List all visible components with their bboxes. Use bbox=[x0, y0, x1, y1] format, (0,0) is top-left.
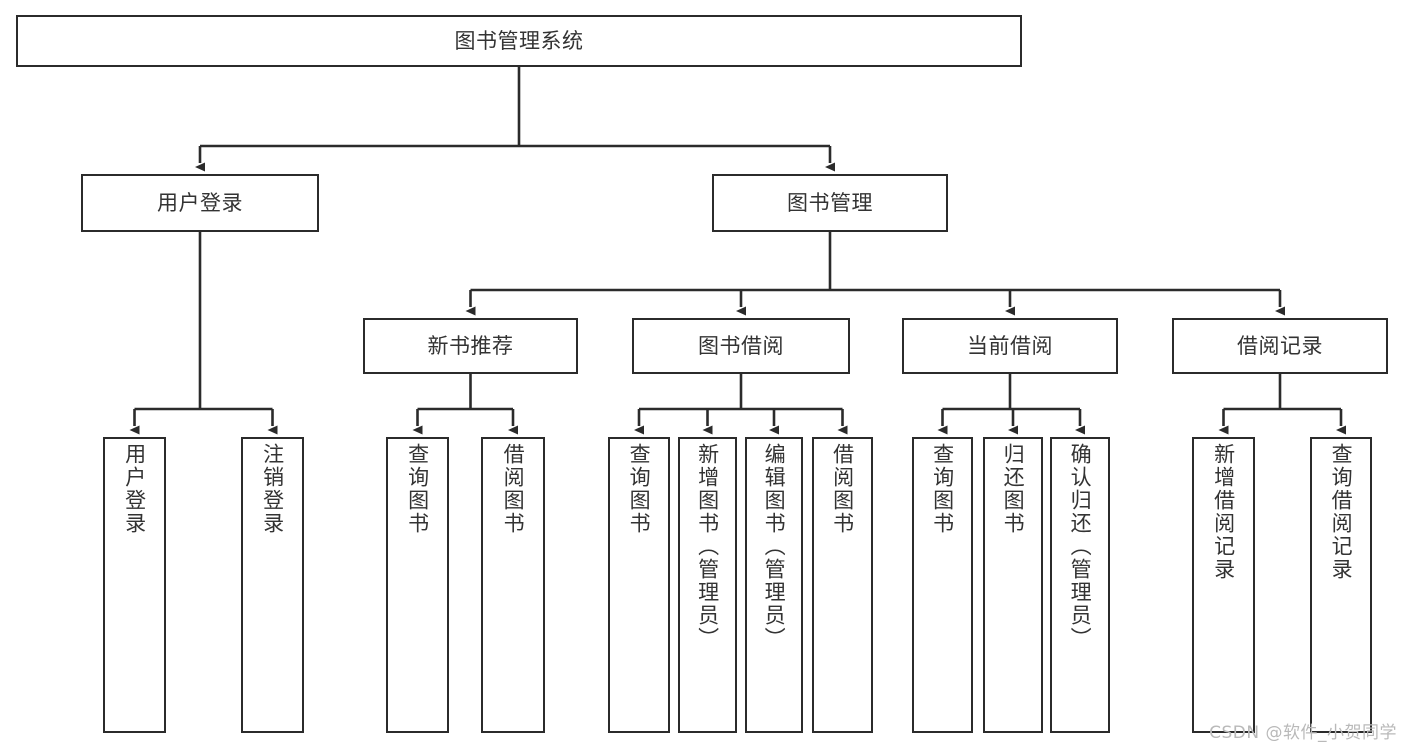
node-newbook[interactable]: 新书推荐 bbox=[363, 318, 578, 374]
node-label: 新书推荐 bbox=[427, 333, 514, 358]
node-label: 新增借阅记录 bbox=[1211, 443, 1236, 581]
node-label: 查询图书 bbox=[930, 443, 955, 535]
node-label: 新增图书（管理员） bbox=[695, 443, 720, 650]
node-label: 注销登录 bbox=[260, 443, 285, 535]
node-bookmgmt[interactable]: 图书管理 bbox=[712, 174, 948, 232]
node-label: 借阅图书 bbox=[501, 443, 526, 535]
node-leaf-query-book-2[interactable]: 查询图书 bbox=[608, 437, 670, 733]
node-leaf-logout[interactable]: 注销登录 bbox=[241, 437, 304, 733]
node-leaf-borrow-book-2[interactable]: 借阅图书 bbox=[812, 437, 873, 733]
node-login[interactable]: 用户登录 bbox=[81, 174, 319, 232]
node-leaf-query-record[interactable]: 查询借阅记录 bbox=[1310, 437, 1372, 733]
node-label: 当前借阅 bbox=[967, 333, 1053, 358]
node-leaf-add-record[interactable]: 新增借阅记录 bbox=[1192, 437, 1255, 733]
node-leaf-return-book[interactable]: 归还图书 bbox=[983, 437, 1043, 733]
node-label: 借阅记录 bbox=[1237, 333, 1323, 358]
node-label: 查询图书 bbox=[627, 443, 652, 535]
node-label: 用户登录 bbox=[122, 443, 147, 535]
node-leaf-user-login[interactable]: 用户登录 bbox=[103, 437, 166, 733]
node-label: 图书借阅 bbox=[698, 333, 784, 358]
node-label: 编辑图书（管理员） bbox=[762, 443, 787, 650]
node-leaf-edit-book[interactable]: 编辑图书（管理员） bbox=[745, 437, 803, 733]
node-label: 图书管理 bbox=[787, 190, 873, 215]
watermark: CSDN @软件_小贺同学 bbox=[1209, 723, 1397, 743]
node-leaf-confirm-return[interactable]: 确认归还（管理员） bbox=[1050, 437, 1110, 733]
node-label: 归还图书 bbox=[1001, 443, 1026, 535]
node-leaf-query-book-1[interactable]: 查询图书 bbox=[386, 437, 449, 733]
node-leaf-borrow-book-1[interactable]: 借阅图书 bbox=[481, 437, 545, 733]
node-label: 图书管理系统 bbox=[454, 28, 584, 53]
node-label: 用户登录 bbox=[157, 190, 243, 215]
node-root[interactable]: 图书管理系统 bbox=[16, 15, 1022, 67]
node-leaf-query-book-3[interactable]: 查询图书 bbox=[912, 437, 973, 733]
node-label: 查询图书 bbox=[405, 443, 430, 535]
node-label: 确认归还（管理员） bbox=[1068, 443, 1093, 650]
node-borrow[interactable]: 图书借阅 bbox=[632, 318, 850, 374]
node-label: 查询借阅记录 bbox=[1329, 443, 1354, 581]
node-label: 借阅图书 bbox=[830, 443, 855, 535]
node-current[interactable]: 当前借阅 bbox=[902, 318, 1118, 374]
node-records[interactable]: 借阅记录 bbox=[1172, 318, 1388, 374]
node-leaf-add-book[interactable]: 新增图书（管理员） bbox=[678, 437, 737, 733]
